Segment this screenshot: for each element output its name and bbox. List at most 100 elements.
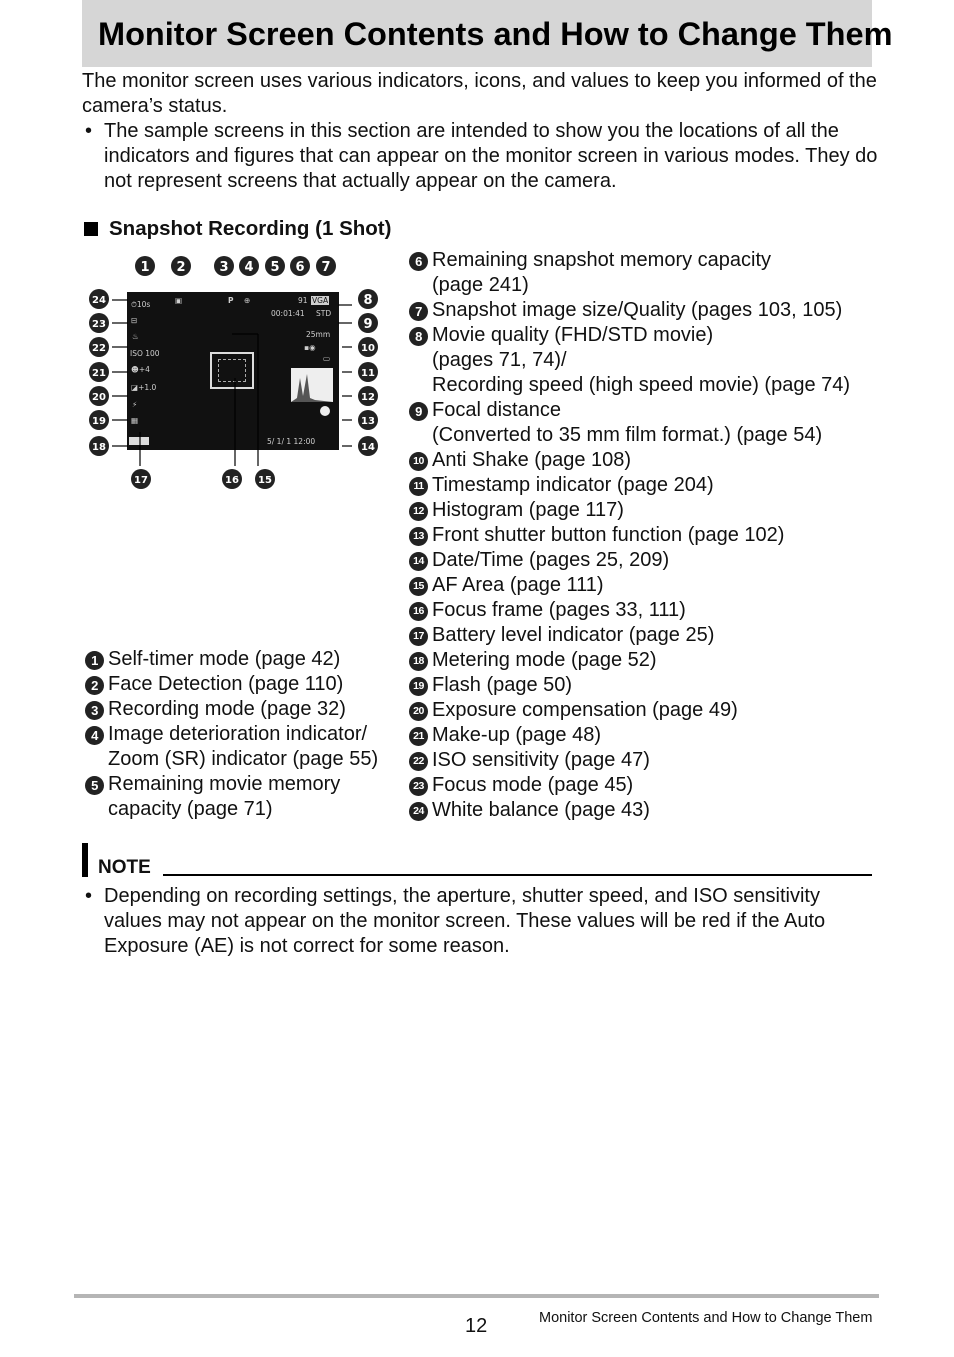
recording-mode-value: P xyxy=(228,296,234,305)
legend-text: Make-up (page 48) xyxy=(432,724,601,746)
legend-number-badge: 14 xyxy=(409,552,428,571)
running-title: Monitor Screen Contents and How to Chang… xyxy=(539,1310,873,1326)
note-body: • Depending on recording settings, the a… xyxy=(82,884,882,959)
svg-text:1: 1 xyxy=(140,260,149,275)
svg-text:2: 2 xyxy=(176,260,185,275)
bullet-dot: • xyxy=(85,120,93,142)
legend-text: Front shutter button function (page 102) xyxy=(432,524,785,546)
legend-number-badge: 4 xyxy=(85,726,104,745)
svg-text:10: 10 xyxy=(361,343,375,354)
svg-text:7: 7 xyxy=(321,260,330,275)
battery-icon xyxy=(129,437,149,445)
anti-shake-icon: ▪◉ xyxy=(304,343,316,352)
legend-text: Remaining movie memory xyxy=(108,773,341,795)
legend-text: (page 241) xyxy=(432,274,529,296)
makeup-icon: ☻+4 xyxy=(131,365,150,374)
legend-number-badge: 5 xyxy=(85,776,104,795)
footer-rule xyxy=(74,1294,879,1298)
white-balance-icon: ⊟ xyxy=(131,316,138,325)
legend-number-badge: 11 xyxy=(409,477,428,496)
legend-number-badge: 23 xyxy=(409,777,428,796)
legend-text: Histogram (page 117) xyxy=(432,499,624,521)
histogram-curve xyxy=(291,374,333,402)
svg-text:24: 24 xyxy=(92,295,106,306)
legend-text: Anti Shake (page 108) xyxy=(432,449,632,471)
note-bullet: • Depending on recording settings, the a… xyxy=(82,884,882,959)
legend-text: Remaining snapshot memory capacity xyxy=(432,249,772,271)
bullet-dot: • xyxy=(85,885,93,907)
legend-text: Timestamp indicator (page 204) xyxy=(432,474,714,496)
legend-text: Zoom (SR) indicator (page 55) xyxy=(108,748,379,770)
intro-bullet-text: The sample screens in this section are i… xyxy=(104,120,878,192)
focal-distance-value: 25mm xyxy=(306,330,331,339)
legend-text: Face Detection (page 110) xyxy=(108,673,344,695)
note-bullet-text: Depending on recording settings, the ape… xyxy=(104,885,826,957)
note-label: NOTE xyxy=(98,857,151,878)
legend-text: Recording speed (high speed movie) (page… xyxy=(432,374,851,396)
legend-text: (Converted to 35 mm film format.) (page … xyxy=(432,424,823,446)
callout-overlay: 1 2 3 4 5 6 7 8 9 10 11 12 13 14 15 16 1… xyxy=(89,256,378,489)
svg-text:22: 22 xyxy=(92,343,106,354)
legend-number-badge: 16 xyxy=(409,602,428,621)
intro-paragraph: The monitor screen uses various indicato… xyxy=(82,70,877,117)
metering-icon: ▦ xyxy=(131,416,139,425)
zoom-sr-icon: ⊕ xyxy=(244,296,251,305)
legend-text: White balance (page 43) xyxy=(432,799,650,821)
svg-text:16: 16 xyxy=(225,475,239,486)
legend-text: ISO sensitivity (page 47) xyxy=(432,749,650,771)
svg-text:15: 15 xyxy=(258,475,272,486)
legend-number-badge: 1 xyxy=(85,651,104,670)
svg-text:12: 12 xyxy=(361,392,375,403)
svg-text:21: 21 xyxy=(92,368,106,379)
legend-number-badge: 3 xyxy=(85,701,104,720)
date-time-value: 5/ 1/ 1 12:00 xyxy=(267,437,316,446)
image-size-value: VGA xyxy=(311,296,330,305)
legend-number-badge: 21 xyxy=(409,727,428,746)
square-bullet-icon xyxy=(84,222,98,236)
legend-number-badge: 9 xyxy=(409,402,428,421)
svg-text:3: 3 xyxy=(219,260,228,275)
legend-text: AF Area (page 111) xyxy=(432,574,604,596)
legend-number-badge: 20 xyxy=(409,702,428,721)
legend-number-badge: 19 xyxy=(409,677,428,696)
svg-text:13: 13 xyxy=(361,416,375,427)
histogram-graphic xyxy=(291,368,333,402)
timestamp-icon: ▭ xyxy=(323,354,331,363)
legend-number-badge: 18 xyxy=(409,652,428,671)
movie-quality-value: STD xyxy=(316,309,332,318)
legend-text: capacity (page 71) xyxy=(108,798,273,820)
legend-number-badge: 7 xyxy=(409,302,428,321)
legend-text: Movie quality (FHD/STD movie) xyxy=(432,324,714,346)
legend-number-badge: 15 xyxy=(409,577,428,596)
svg-text:11: 11 xyxy=(361,368,375,379)
shutter-function-icon xyxy=(320,406,330,416)
makeup-value: +4 xyxy=(138,365,150,374)
legend-text: Focal distance xyxy=(432,399,561,421)
legend-number-badge: 24 xyxy=(409,802,428,821)
legend-text: Focus mode (page 45) xyxy=(432,774,634,796)
legend-text: Flash (page 50) xyxy=(432,674,573,696)
intro: The monitor screen uses various indicato… xyxy=(82,69,882,194)
legend-number-badge: 10 xyxy=(409,452,428,471)
svg-text:6: 6 xyxy=(295,260,304,275)
legend-text: (pages 71, 74)/ xyxy=(432,349,567,371)
legend-text: Self-timer mode (page 42) xyxy=(108,648,341,670)
svg-text:17: 17 xyxy=(134,475,148,486)
self-timer-value: 10s xyxy=(136,300,151,309)
